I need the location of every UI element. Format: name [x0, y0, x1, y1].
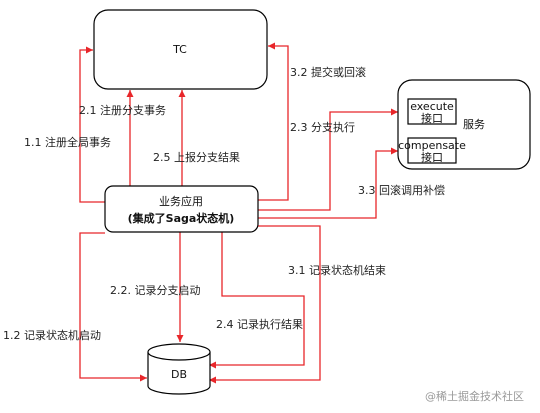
- edge-log-sm-start: [79, 232, 147, 382]
- edge-register-global: [79, 46, 105, 203]
- label-register-branch: 2.1 注册分支事务: [79, 103, 166, 117]
- edge-commit-or-rollback: [258, 42, 289, 201]
- db-label: DB: [171, 368, 187, 381]
- business-app-sublabel: (集成了Saga状态机): [128, 211, 235, 225]
- label-register-global: 1.1 注册全局事务: [24, 135, 111, 149]
- compensate-interface-label: 接口: [421, 151, 443, 164]
- label-rollback-compensate: 3.3 回滚调用补偿: [358, 183, 445, 197]
- tc-label: TC: [172, 43, 187, 56]
- execute-interface-label: 接口: [421, 112, 443, 125]
- label-branch-execute: 2.3 分支执行: [290, 120, 355, 134]
- business-app-label: 业务应用: [159, 194, 203, 208]
- db-node: [147, 343, 211, 395]
- label-commit-or-rollback: 3.2 提交或回滚: [290, 65, 366, 79]
- label-log-sm-start: 1.2 记录状态机启动: [3, 328, 101, 342]
- edge-rollback-compensate: [258, 147, 398, 219]
- compensate-label: compensate: [398, 139, 466, 152]
- execute-label: execute: [410, 100, 454, 113]
- tc-node: [93, 9, 268, 90]
- label-log-exec-result: 2.4 记录执行结果: [216, 317, 303, 331]
- label-log-sm-end: 3.1 记录状态机结束: [288, 263, 386, 277]
- edge-log-exec-result: [209, 232, 305, 369]
- watermark: @稀土掘金技术社区: [425, 389, 524, 403]
- execute-interface: [407, 98, 457, 125]
- service-label: 服务: [463, 118, 485, 131]
- label-log-branch-start: 2.2. 记录分支启动: [110, 284, 201, 297]
- edge-branch-execute: [258, 108, 398, 211]
- compensate-interface: [407, 137, 457, 164]
- edge-log-sm-end: [209, 225, 321, 384]
- business-app-node: [104, 185, 259, 233]
- label-report-branch-result: 2.5 上报分支结果: [153, 150, 240, 164]
